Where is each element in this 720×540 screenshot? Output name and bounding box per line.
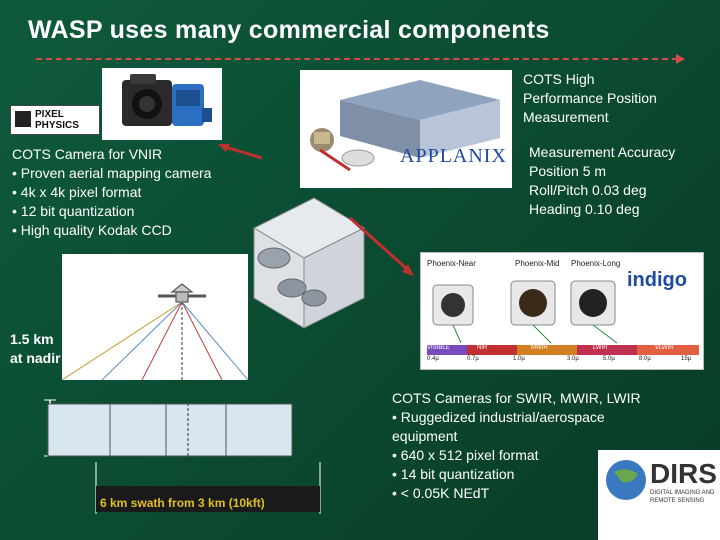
position-line: Performance Position [523, 90, 657, 106]
dirs-wordmark: DIRS [650, 458, 717, 489]
camera-label: Phoenix-Long [571, 259, 621, 268]
swath-label: 6 km swath from 3 km (10kft) [100, 496, 265, 510]
dirs-logo: DIRS DIGITAL IMAGING AND REMOTE SENSING [598, 450, 720, 540]
band-tick: 3.0µ [567, 356, 579, 362]
band-tick: 1.0µ [513, 356, 525, 362]
pixel-physics-line2: PHYSICS [35, 120, 79, 131]
pixel-physics-logo: PIXEL PHYSICS [10, 105, 100, 135]
nadir-label: 1.5 km at nadir [10, 330, 61, 368]
ir-camera-bodies [427, 280, 699, 355]
accuracy-line: Heading 0.10 deg [529, 201, 640, 217]
applanix-product-image [300, 70, 512, 188]
band-tick: 8.0µ [639, 356, 651, 362]
dirs-subtitle: DIGITAL IMAGING AND [650, 490, 715, 496]
band-label: VLWIR [655, 345, 674, 351]
dirs-subtitle: REMOTE SENSING [650, 498, 705, 504]
sensor-head-image [214, 188, 394, 338]
vnir-bullet: • 12 bit quantization [12, 203, 135, 219]
vnir-camera-icon [122, 74, 212, 126]
ir-bullet: • 640 x 512 pixel format [392, 447, 539, 463]
ir-bullet: equipment [392, 428, 458, 444]
band-label: NIR [477, 345, 488, 351]
pixel-physics-line1: PIXEL [35, 109, 64, 120]
ir-cameras-image: Phoenix-Near Phoenix-Mid Phoenix-Long in… [420, 252, 704, 370]
ir-bullet: • 14 bit quantization [392, 466, 515, 482]
vnir-bullet: • High quality Kodak CCD [12, 222, 172, 238]
band-label: MWIR [531, 345, 548, 351]
vnir-camera-image [102, 68, 222, 140]
position-line: COTS High [523, 71, 595, 87]
vnir-bullet: • 4k x 4k pixel format [12, 184, 142, 200]
ir-cameras-text: COTS Cameras for SWIR, MWIR, LWIR • Rugg… [392, 389, 641, 503]
accuracy-heading: Measurement Accuracy [529, 144, 676, 160]
camera-label: Phoenix-Mid [515, 259, 560, 268]
vnir-heading: COTS Camera for VNIR [12, 146, 163, 162]
vnir-camera-text: COTS Camera for VNIR • Proven aerial map… [12, 145, 211, 240]
slide-title: WASP uses many commercial components [28, 16, 550, 44]
band-tick: 0.4µ [427, 356, 439, 362]
nadir-text: at nadir [10, 350, 61, 366]
band-tick: 5.0µ [603, 356, 615, 362]
pixel-physics-mark [15, 111, 31, 127]
nadir-distance: 1.5 km [10, 331, 54, 347]
band-label: LWIR [593, 345, 608, 351]
band-tick: 0.7µ [467, 356, 479, 362]
flight-diagram [61, 254, 249, 381]
camera-label: Phoenix-Near [427, 259, 476, 268]
aircraft-fov-icon [61, 283, 249, 381]
globe-icon [606, 460, 646, 500]
title-underline [36, 58, 678, 60]
position-line: Measurement [523, 109, 609, 125]
ir-bullet: • < 0.05K NEdT [392, 485, 490, 501]
applanix-logo: APPLANIX [400, 145, 507, 167]
ir-heading: COTS Cameras for SWIR, MWIR, LWIR [392, 390, 641, 406]
indigo-logo: indigo [627, 269, 687, 291]
swath-footprint [38, 398, 324, 514]
accuracy-line: Roll/Pitch 0.03 deg [529, 182, 647, 198]
ir-bullet: • Ruggedized industrial/aerospace [392, 409, 605, 425]
position-measurement-text: COTS High Performance Position Measureme… [523, 70, 657, 127]
sensor-assembly-icon [252, 197, 366, 329]
band-tick: 15µ [681, 356, 692, 362]
accuracy-text: Measurement Accuracy Position 5 m Roll/P… [529, 143, 675, 219]
accuracy-line: Position 5 m [529, 163, 607, 179]
swath-footprint-diagram [44, 398, 321, 514]
vnir-bullet: • Proven aerial mapping camera [12, 165, 212, 181]
position-system-icon [310, 80, 500, 167]
band-label: VISIBLE [427, 345, 450, 351]
underline-arrow [676, 54, 685, 64]
